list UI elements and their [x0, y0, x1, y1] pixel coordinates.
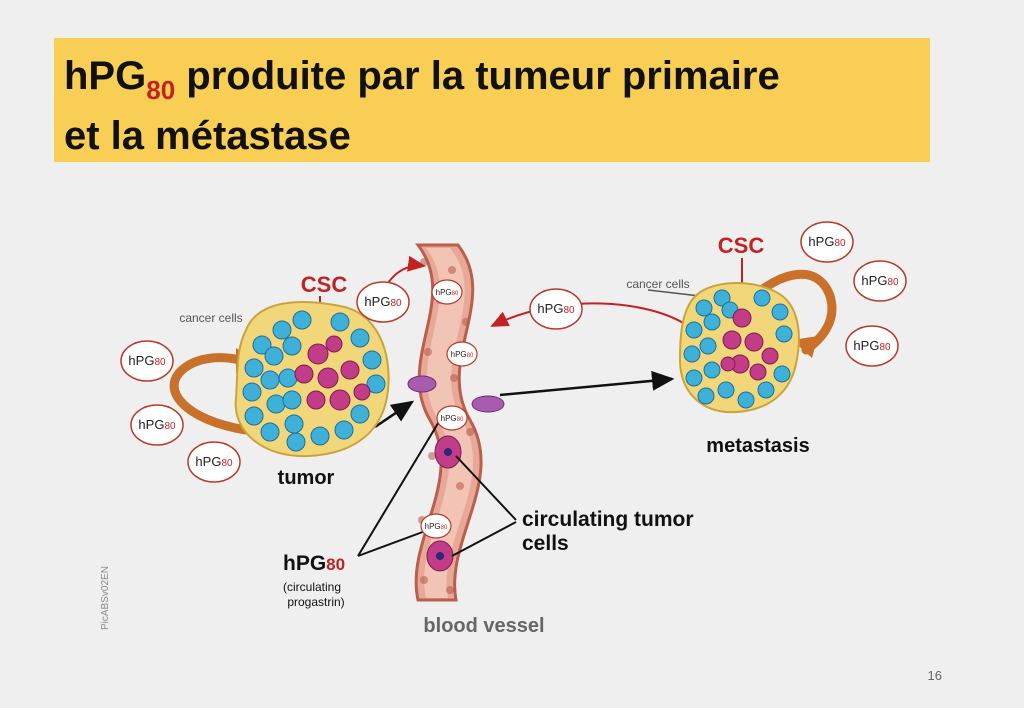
svg-text:hPG80: hPG80	[441, 414, 464, 423]
hpg80-bubble: hPG80	[845, 325, 899, 367]
arrow-metastasis-hpg-to-vessel	[490, 302, 689, 327]
circulating-tumor-cell	[426, 540, 454, 572]
hpg80-bubble-small: hPG80	[420, 513, 452, 539]
callout-line-ctc	[451, 455, 517, 557]
hpg80-bubble-small: hPG80	[431, 279, 463, 305]
arrow-vessel-to-metastasis	[499, 370, 675, 397]
metastasis-cell-mass	[678, 282, 800, 414]
circulating-tumor-cell	[434, 435, 462, 469]
pointer-cancer-cells-metastasis	[647, 289, 701, 297]
svg-text:hPG80: hPG80	[128, 353, 166, 368]
svg-text:hPG80: hPG80	[451, 350, 474, 359]
cancer-cells-label-metastasis: cancer cells	[626, 277, 689, 291]
hpg80-bubble: hPG80	[529, 288, 583, 330]
extravasating-cell	[407, 375, 505, 413]
hpg80-bubble-small: hPG80	[446, 341, 478, 367]
csc-label-metastasis: CSC	[718, 233, 765, 258]
svg-text:hPG80: hPG80	[537, 301, 575, 316]
blood-vessel-label: blood vessel	[423, 615, 544, 637]
svg-text:hPG80: hPG80	[853, 338, 891, 353]
hpg80-circulating-label: hPG80	[283, 552, 345, 575]
svg-text:hPG80: hPG80	[138, 417, 176, 432]
svg-text:hPG80: hPG80	[425, 522, 448, 531]
callout-line-hpg	[357, 419, 441, 557]
arrow-tumor-to-vessel	[374, 400, 415, 429]
cancer-cells-label-tumor: cancer cells	[179, 311, 242, 325]
hpg80-bubble: hPG80	[187, 441, 241, 483]
tumor-label: tumor	[278, 467, 335, 489]
svg-text:hPG80: hPG80	[436, 288, 459, 297]
svg-text:hPG80: hPG80	[195, 454, 233, 469]
hpg80-bubble: hPG80	[800, 221, 854, 263]
svg-text:hPG80: hPG80	[861, 273, 899, 288]
hpg80-bubble: hPG80	[120, 340, 174, 382]
hpg80-bubble: hPG80	[853, 260, 907, 302]
csc-label-tumor: CSC	[301, 272, 348, 297]
hpg80-bubble: hPG80	[356, 281, 410, 323]
title-bar	[54, 38, 930, 162]
metastasis-label: metastasis	[706, 435, 809, 457]
svg-text:hPG80: hPG80	[808, 234, 846, 249]
vertical-document-code: PicABSv02EN	[100, 566, 111, 630]
page-number: 16	[927, 668, 942, 683]
tumor-cell-mass	[234, 301, 390, 458]
hpg80-bubble: hPG80	[130, 404, 184, 446]
hpg80-bubble-small: hPG80	[436, 405, 468, 431]
svg-text:hPG80: hPG80	[364, 294, 402, 309]
